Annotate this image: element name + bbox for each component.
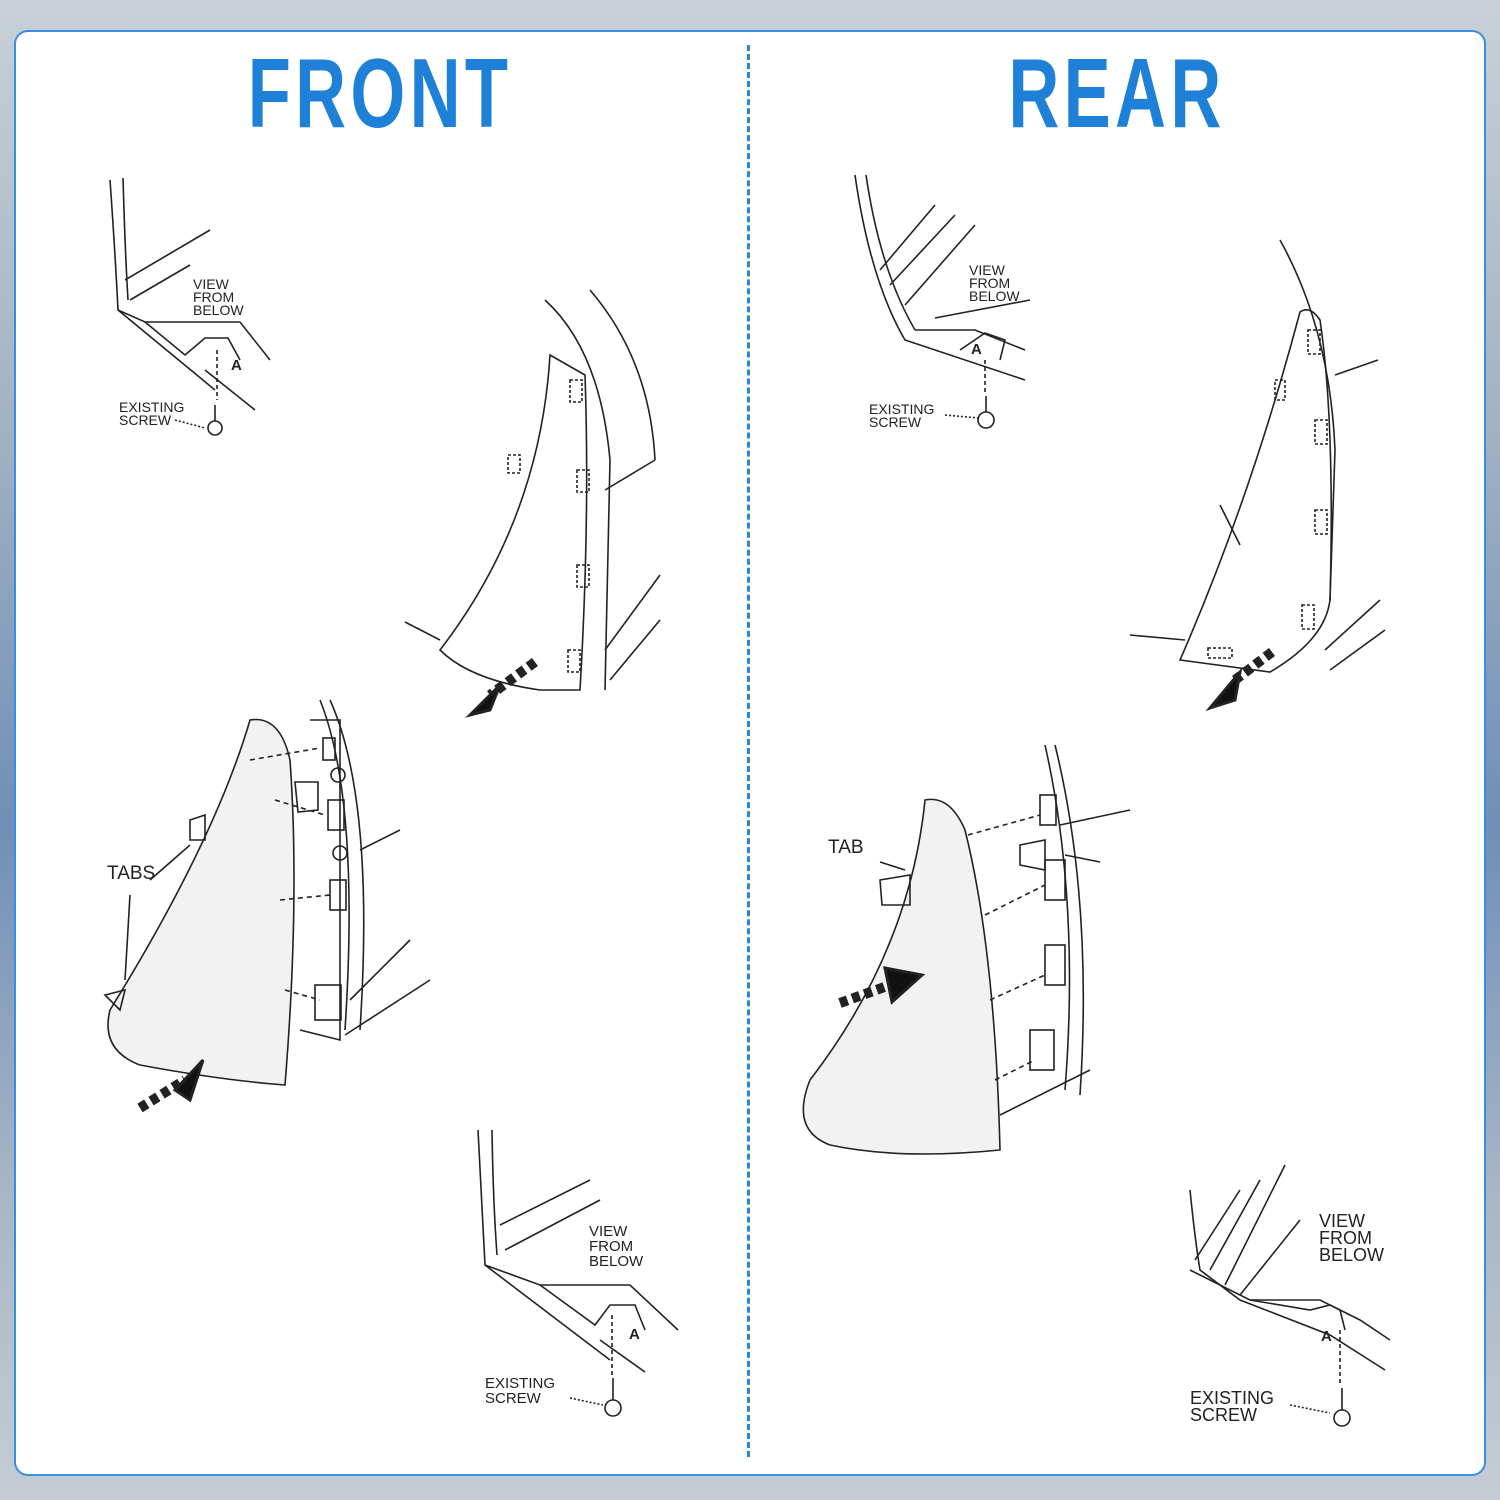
front-tabs-label: TABS [107, 863, 156, 884]
rear-title: REAR [1008, 38, 1226, 148]
front-bottom-point-a: A [629, 1326, 640, 1343]
rear-top-point-a: A [971, 341, 982, 358]
section-divider [747, 45, 750, 1457]
rear-top-view-label: VIEW FROM BELOW [969, 262, 1020, 304]
rear-bottom-screw-label: EXISTING SCREW [1190, 1388, 1275, 1425]
rear-top-detail [854, 174, 1031, 429]
front-title: FRONT [247, 38, 513, 148]
front-flap-installed [404, 289, 661, 718]
front-flap-exploded [103, 699, 431, 1113]
rear-top-screw-label: EXISTING SCREW [869, 401, 935, 430]
front-top-point-a: A [231, 357, 242, 374]
front-top-view-label: VIEW FROM BELOW [193, 276, 244, 318]
front-bottom-detail [477, 1129, 679, 1417]
rear-tab-label: TAB [828, 837, 864, 858]
front-bottom-view-label: VIEW FROM BELOW [589, 1223, 644, 1270]
rear-bottom-detail [1189, 1164, 1391, 1427]
front-bottom-screw-label: EXISTING SCREW [485, 1375, 556, 1407]
front-top-screw-label: EXISTING SCREW [119, 399, 185, 428]
rear-flap-installed [1129, 239, 1386, 711]
front-top-detail [109, 177, 271, 436]
rear-bottom-point-a: A [1321, 1328, 1332, 1345]
rear-bottom-view-label: VIEW FROM BELOW [1319, 1211, 1385, 1265]
rear-flap-exploded [802, 744, 1131, 1155]
